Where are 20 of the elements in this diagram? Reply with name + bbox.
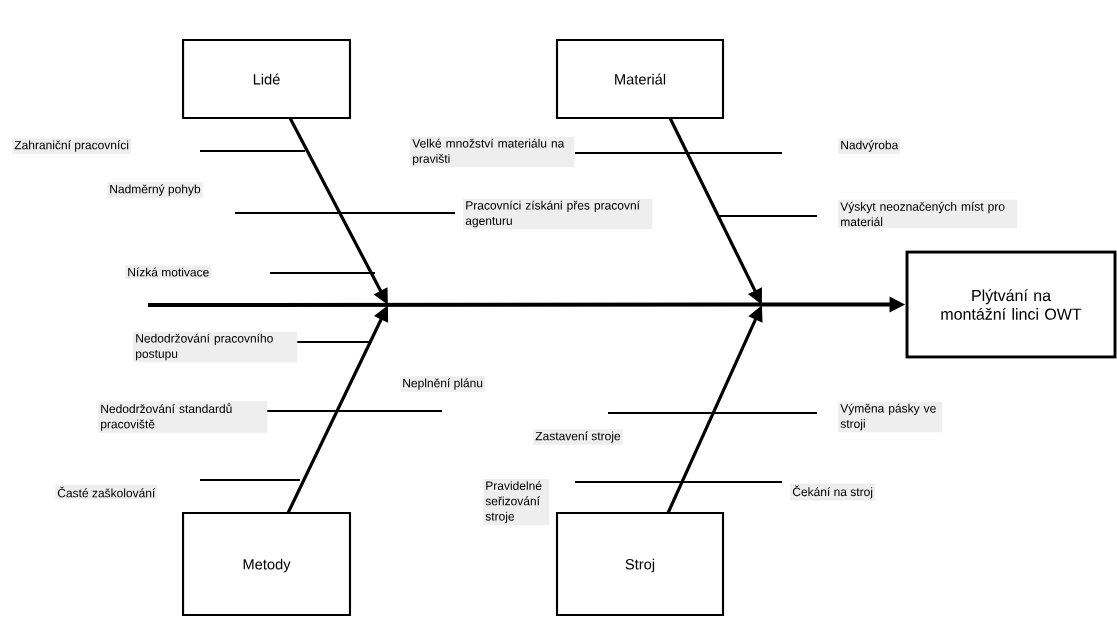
category-box: Lidé (182, 38, 352, 120)
cause-label: Nedodržování standardů pracoviště (98, 401, 268, 433)
cause-label: Nadměrný pohyb (107, 182, 203, 198)
effect-box: Plýtvání na montážní linci OWT (905, 250, 1117, 359)
cause-label: Nedodržování pracovního postupu (133, 331, 298, 363)
category-box: Materiál (555, 38, 725, 120)
cause-label: Časté zaškolování (55, 484, 158, 500)
category-box: Stroj (555, 511, 725, 617)
cause-label: Zahraniční pracovníci (12, 138, 131, 154)
cause-label: Pracovníci získáni přes pracovní agenturu (463, 198, 653, 230)
cause-label: Velké množství materiálu na pravišti (410, 136, 575, 168)
category-box: Metody (182, 511, 352, 617)
cause-label: Nadvýroba (838, 138, 901, 154)
cause-label: Výskyt neoznačených míst pro materiál (838, 199, 1018, 229)
cause-label: Zastavení stroje (533, 429, 623, 445)
cause-label: Výměna pásky ve stroji (838, 401, 943, 433)
cause-label: Neplnění plánu (400, 376, 485, 392)
cause-label: Nízká motivace (125, 265, 212, 279)
cause-label: Čekání na stroj (790, 483, 875, 501)
cause-label: Pravidelné seřizování stroje (483, 479, 550, 525)
